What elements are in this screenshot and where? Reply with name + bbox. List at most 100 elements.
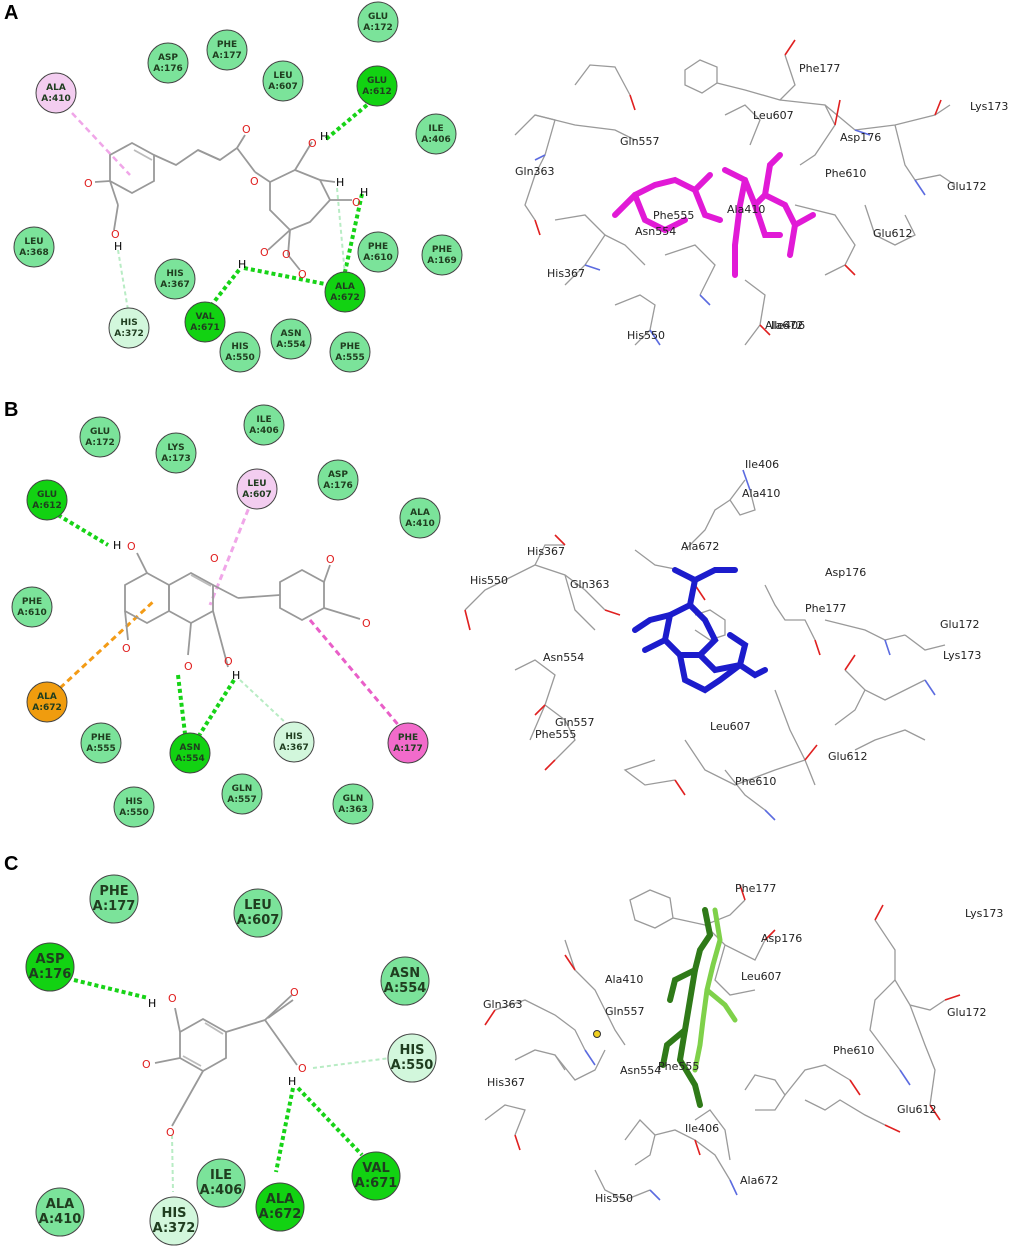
oxygen-atom: O <box>326 553 335 566</box>
panel-b-letter: B <box>4 399 19 421</box>
residue-name: ALA <box>46 1197 74 1212</box>
residue-label: His367 <box>547 267 585 280</box>
residue-label: Glu612 <box>873 227 913 240</box>
residue-number: A:555 <box>335 353 365 363</box>
residue-label: Gln557 <box>555 716 595 729</box>
residue-number: A:672 <box>32 703 62 713</box>
residue-label: Glu612 <box>897 1103 937 1116</box>
residue-label: Gln363 <box>483 998 523 1011</box>
residue-ala-410: ALA A:410 <box>35 1187 85 1237</box>
residue-name: GLU <box>367 76 387 86</box>
panel-b-interaction-diagram: H O O O O O H O O GLU A:172 LYS A:173 IL… <box>11 404 441 828</box>
hydrogen-atom: H <box>288 1075 296 1088</box>
highlight-atom <box>593 1030 601 1038</box>
residue-label: Ala672 <box>765 319 803 332</box>
residue-label: Phe610 <box>833 1044 874 1057</box>
residue-number: A:406 <box>249 426 279 436</box>
residue-label: Phe555 <box>535 728 576 741</box>
oxygen-atom: O <box>127 540 136 553</box>
residue-asn-554: ASN A:554 <box>169 732 211 774</box>
residue-gln-363: GLN A:363 <box>332 783 374 825</box>
oxygen-atom: O <box>308 137 317 150</box>
residue-name: ALA <box>37 692 57 702</box>
residue-name: PHE <box>217 40 237 50</box>
hydrogen-atom: H <box>113 539 121 552</box>
panel-c-3d-structure: Phe177 Lys173 Asp176 Leu607 Ala410 Gln36… <box>483 882 1003 1205</box>
residue-number: A:372 <box>114 329 144 339</box>
residue-label: Ile406 <box>685 1122 719 1135</box>
residue-label: Ala410 <box>727 203 765 216</box>
residue-label: Asn554 <box>635 225 676 238</box>
residue-leu-368: LEU A:368 <box>13 226 55 268</box>
residue-name: ASP <box>328 470 348 480</box>
residue-leu-607: LEU A:607 <box>233 888 283 938</box>
hbond-line <box>176 674 188 743</box>
residue-asn-554: ASN A:554 <box>380 956 430 1006</box>
residue-label: Leu607 <box>753 109 794 122</box>
protein-sticks <box>484 889 946 1201</box>
residue-label: Ala410 <box>742 487 780 500</box>
oxygen-atom: O <box>242 123 251 136</box>
hydrogen-atom: H <box>114 240 122 253</box>
residue-number: A:607 <box>268 82 298 92</box>
residue-val-671: VAL A:671 <box>351 1151 401 1201</box>
residue-label: Phe555 <box>653 209 694 222</box>
residue-number: A:550 <box>119 808 149 818</box>
oxygen-atom: O <box>224 655 233 668</box>
residue-number: A:671 <box>190 323 220 333</box>
residue-glu-612: GLU A:612 <box>26 479 68 521</box>
pi-anion-line <box>58 598 157 690</box>
residue-phe-177: PHE A:177 <box>89 874 139 924</box>
residue-phe-610: PHE A:610 <box>11 586 53 628</box>
residue-number: A:557 <box>227 795 257 805</box>
hydrogen-atom: H <box>336 176 344 189</box>
residue-number: A:672 <box>330 293 360 303</box>
residue-name: GLU <box>37 490 57 500</box>
residue-number: A:172 <box>363 23 393 33</box>
residue-label: Asn554 <box>620 1064 661 1077</box>
residue-label: Lys173 <box>965 907 1003 920</box>
residue-label: Ile406 <box>771 319 805 332</box>
residue-label: Phe177 <box>799 62 840 75</box>
hydrogen-atom: H <box>360 186 368 199</box>
residue-label: Ala410 <box>605 973 643 986</box>
residue-name: GLU <box>90 427 110 437</box>
residue-number: A:368 <box>19 248 49 258</box>
residue-name: ILE <box>256 415 271 425</box>
residue-number: A:550 <box>225 353 255 363</box>
residue-label: Phe610 <box>825 167 866 180</box>
oxygen-atom: O <box>298 1062 307 1075</box>
residue-number: A:177 <box>93 899 136 914</box>
residue-name: PHE <box>99 884 128 899</box>
hbond-line <box>193 678 236 744</box>
residue-glu-172: GLU A:172 <box>79 416 121 458</box>
residue-name: HIS <box>399 1043 424 1058</box>
hydrogen-atom: H <box>148 997 156 1010</box>
residue-label: Phe177 <box>805 602 846 615</box>
residue-number: A:610 <box>363 253 393 263</box>
residue-name: ASN <box>180 743 201 753</box>
residue-name: LEU <box>24 237 43 247</box>
residue-phe-177: PHE A:177 <box>387 722 429 764</box>
panel-c-interaction-lines <box>73 978 391 1193</box>
residue-number: A:177 <box>393 744 423 754</box>
residue-name: LEU <box>247 479 266 489</box>
hbond-line <box>243 266 331 287</box>
pi-sigma-line <box>308 619 402 728</box>
residue-name: HIS <box>161 1206 186 1221</box>
residue-number: A:406 <box>200 1183 243 1198</box>
residue-leu-607: LEU A:607 <box>236 468 278 510</box>
residue-number: A:410 <box>39 1212 82 1227</box>
residue-his-367: HIS A:367 <box>273 721 315 763</box>
residue-his-367: HIS A:367 <box>154 258 196 300</box>
residue-glu-612: GLU A:612 <box>356 65 398 107</box>
residue-ala-410: ALA A:410 <box>399 497 441 539</box>
residue-label: Gln363 <box>515 165 555 178</box>
residue-label: His550 <box>470 574 508 587</box>
residue-val-671: VAL A:671 <box>184 301 226 343</box>
ligand-sticks <box>612 152 816 278</box>
heteroatom-sticks <box>484 884 961 1201</box>
panel-a-ligand-atoms: O O H O O O H H O H O O O H <box>84 123 368 281</box>
residue-label: Lys173 <box>943 649 981 662</box>
panel-c-interaction-diagram: H O O O O O H PHE A:177 LEU A:607 ASP A:… <box>25 874 437 1246</box>
